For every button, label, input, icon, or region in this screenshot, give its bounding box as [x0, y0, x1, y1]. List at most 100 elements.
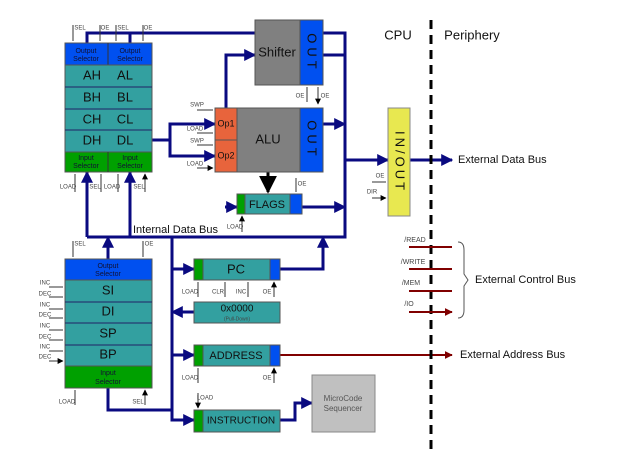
read-signal: /READ [404, 237, 425, 244]
cpu-label: CPU [384, 27, 411, 42]
load-signal: LOAD [187, 127, 204, 133]
load-signal: LOAD [104, 185, 121, 191]
mem-signal: /MEM [402, 280, 420, 287]
shifter-out-label: OUT [305, 33, 320, 72]
oe-signal: OE [145, 242, 154, 248]
inc-signal: INC [40, 324, 51, 330]
inc-signal: INC [40, 281, 51, 287]
dec-signal: DEC [39, 292, 52, 298]
register-si: SI [102, 282, 114, 297]
sel-signal: SEL [89, 185, 101, 191]
op1-label: Op1 [217, 118, 234, 128]
inc-signal: INC [40, 303, 51, 309]
output-selector-label: Selector [95, 271, 121, 278]
register-bp: BP [99, 346, 116, 361]
register-dl: DL [117, 132, 134, 147]
load-signal: LOAD [60, 185, 77, 191]
register-dh: DH [83, 132, 102, 147]
register-cl: CL [117, 111, 134, 126]
zero-constant: 0x0000 (Pull-Down) [193, 301, 281, 324]
shifter-block: Shifter OUT [254, 19, 324, 86]
instruction-register: INSTRUCTION LOAD [193, 393, 281, 433]
flags-label: FLAGS [249, 199, 285, 211]
program-counter: PC LOAD CLR INC OE [182, 258, 281, 297]
inc-signal: INC [40, 345, 51, 351]
load-signal: LOAD [197, 396, 214, 402]
register-ah: AH [83, 67, 101, 82]
sel-signal: SEL [132, 400, 144, 406]
input-selector-label: Input [100, 370, 116, 377]
alu-label: ALU [255, 131, 280, 146]
oe-signal: OE [101, 26, 110, 32]
output-selector-label: Output [75, 48, 96, 55]
sequencer-label: Sequencer [324, 404, 363, 413]
output-selector-label: Selector [73, 56, 99, 63]
dec-signal: DEC [39, 355, 52, 361]
external-address-bus-label: External Address Bus [460, 349, 566, 361]
periphery-label: Periphery [444, 27, 500, 42]
dir-signal: DIR [367, 190, 378, 196]
oe-signal: OE [263, 290, 272, 296]
register-al: AL [117, 67, 133, 82]
shifter-label: Shifter [258, 44, 296, 59]
pc-label: PC [227, 261, 245, 276]
input-selector-label: Selector [117, 163, 143, 170]
swp-signal: SWP [190, 139, 204, 145]
external-data-bus-label: External Data Bus [458, 154, 547, 166]
oe-signal: OE [376, 174, 385, 180]
sel-signal: SEL [117, 26, 129, 32]
clr-signal: CLR [212, 290, 225, 296]
control-bus-brace [457, 241, 469, 319]
general-register-file: Output Selector Output Selector AH AL BH… [60, 25, 153, 192]
input-selector-label: Input [78, 155, 94, 162]
output-selector-label: Output [119, 48, 140, 55]
load-signal: LOAD [227, 225, 244, 231]
external-control-bus-label: External Control Bus [475, 274, 576, 286]
io-signal: /IO [404, 301, 414, 308]
sel-signal: SEL [74, 26, 86, 32]
io-buffer: IN/OUT OE DIR [367, 107, 411, 217]
op2-label: Op2 [217, 150, 234, 160]
internal-data-bus-label: Internal Data Bus [133, 224, 218, 236]
register-sp: SP [99, 325, 116, 340]
load-signal: LOAD [182, 290, 199, 296]
external-control-lines: /READ /WRITE /MEM /IO [401, 237, 469, 319]
inc-signal: INC [236, 290, 247, 296]
register-ch: CH [83, 111, 102, 126]
output-selector-label: Selector [117, 56, 143, 63]
sel-signal: SEL [133, 185, 145, 191]
oe-signal: OE [144, 26, 153, 32]
pull-down-label: (Pull-Down) [224, 316, 250, 322]
pointer-register-file: Output Selector SI DI SP BP Input Select… [39, 241, 154, 406]
input-selector-label: Input [122, 155, 138, 162]
zero-label: 0x0000 [221, 304, 254, 315]
address-label: ADDRESS [209, 350, 262, 362]
sel-signal: SEL [74, 242, 86, 248]
oe-signal: OE [263, 376, 272, 382]
load-signal: LOAD [182, 376, 199, 382]
register-bl: BL [117, 89, 133, 104]
swp-signal: SWP [190, 103, 204, 109]
write-signal: /WRITE [401, 259, 426, 266]
oe-signal: OE [296, 94, 305, 100]
oe-signal: OE [298, 182, 307, 188]
io-label: IN/OUT [393, 131, 408, 193]
address-register: ADDRESS LOAD OE [182, 344, 281, 383]
microcode-sequencer: MicroCode Sequencer [311, 374, 376, 433]
output-selector-label: Output [97, 263, 118, 270]
input-selector-label: Selector [95, 379, 121, 386]
register-bh: BH [83, 89, 101, 104]
dec-signal: DEC [39, 313, 52, 319]
microcode-label: MicroCode [324, 394, 363, 403]
alu-block: Op1 Op2 ALU OUT SWP LOAD SWP LOAD [187, 103, 324, 172]
instruction-label: INSTRUCTION [207, 416, 275, 427]
dec-signal: DEC [39, 335, 52, 341]
load-signal: LOAD [187, 162, 204, 168]
flags-register: FLAGS OE LOAD [227, 178, 307, 232]
alu-out-label: OUT [305, 120, 320, 159]
input-selector-label: Selector [73, 163, 99, 170]
load-signal: LOAD [59, 400, 76, 406]
register-di: DI [102, 303, 115, 318]
oe-signal: OE [321, 94, 330, 100]
